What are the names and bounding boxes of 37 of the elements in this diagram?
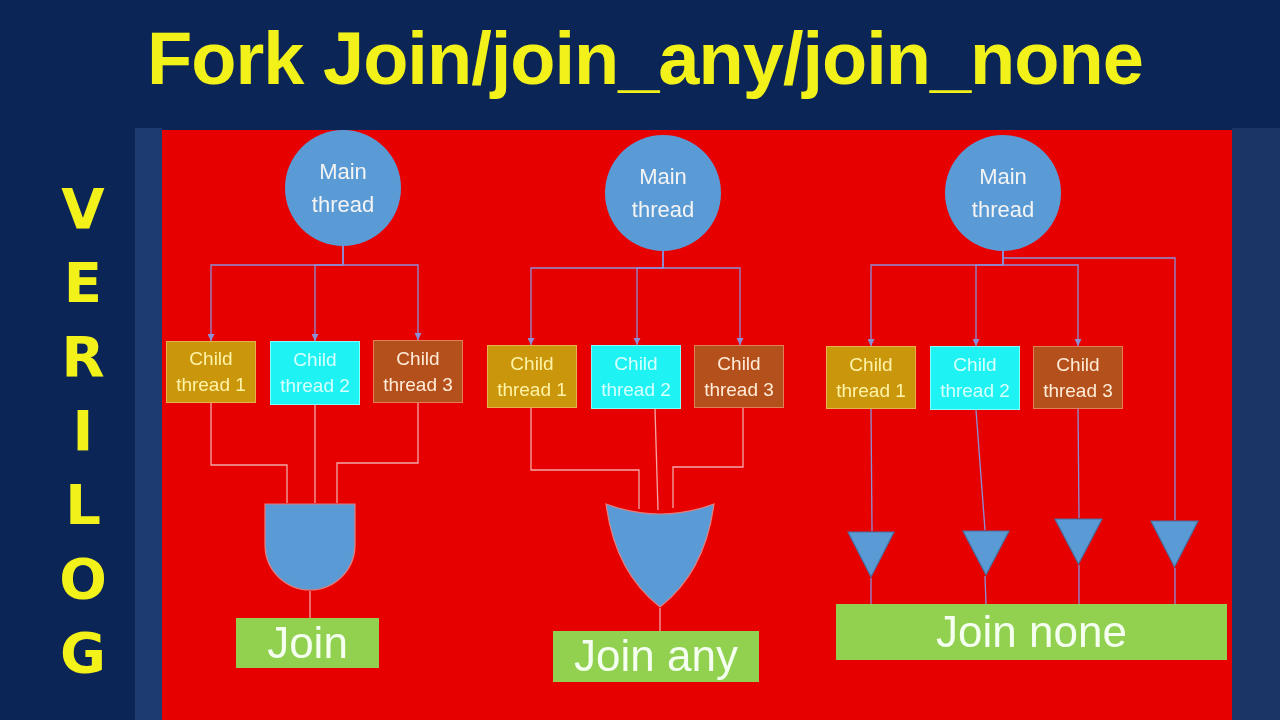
connector-line bbox=[672, 407, 744, 509]
triangle-shape bbox=[1054, 518, 1103, 565]
connector-line bbox=[975, 409, 986, 531]
connector-line bbox=[984, 575, 987, 605]
title: Fork Join/join_any/join_none bbox=[146, 16, 1144, 102]
thread-box: Child thread 2 bbox=[930, 346, 1020, 410]
triangle-shape bbox=[1150, 520, 1199, 568]
triangle-shape bbox=[962, 530, 1010, 576]
join-label-box: Join any bbox=[553, 631, 759, 682]
thread-box: Child thread 3 bbox=[694, 345, 784, 408]
triangle-shape bbox=[847, 531, 895, 578]
thread-box: Child thread 1 bbox=[826, 346, 916, 409]
connector-line bbox=[530, 407, 640, 510]
arrow bbox=[662, 250, 744, 346]
thread-box: Child thread 2 bbox=[591, 345, 681, 409]
connector-line bbox=[309, 590, 311, 619]
arrow bbox=[342, 245, 422, 341]
join-label-box: Join none bbox=[836, 604, 1227, 660]
thread-box: Child thread 1 bbox=[487, 345, 577, 408]
or-gate bbox=[605, 502, 715, 608]
join-label-box: Join bbox=[236, 618, 379, 668]
thread-box: Child thread 3 bbox=[1033, 346, 1123, 409]
connector-line bbox=[1174, 567, 1176, 605]
connector-line bbox=[659, 607, 661, 632]
connector-line bbox=[870, 577, 872, 605]
connector-line bbox=[1078, 564, 1080, 605]
thread-box: Child thread 2 bbox=[270, 341, 360, 405]
connector-line bbox=[336, 402, 419, 504]
connector-line bbox=[210, 402, 288, 504]
connector-line bbox=[1077, 408, 1080, 519]
thread-box: Child thread 1 bbox=[166, 341, 256, 403]
connector-line bbox=[1002, 250, 1176, 521]
side-label: VERILOG bbox=[58, 175, 108, 687]
connector-line bbox=[314, 404, 316, 504]
connector-line bbox=[870, 408, 873, 532]
connector-line bbox=[654, 408, 659, 511]
thread-box: Child thread 3 bbox=[373, 340, 463, 403]
